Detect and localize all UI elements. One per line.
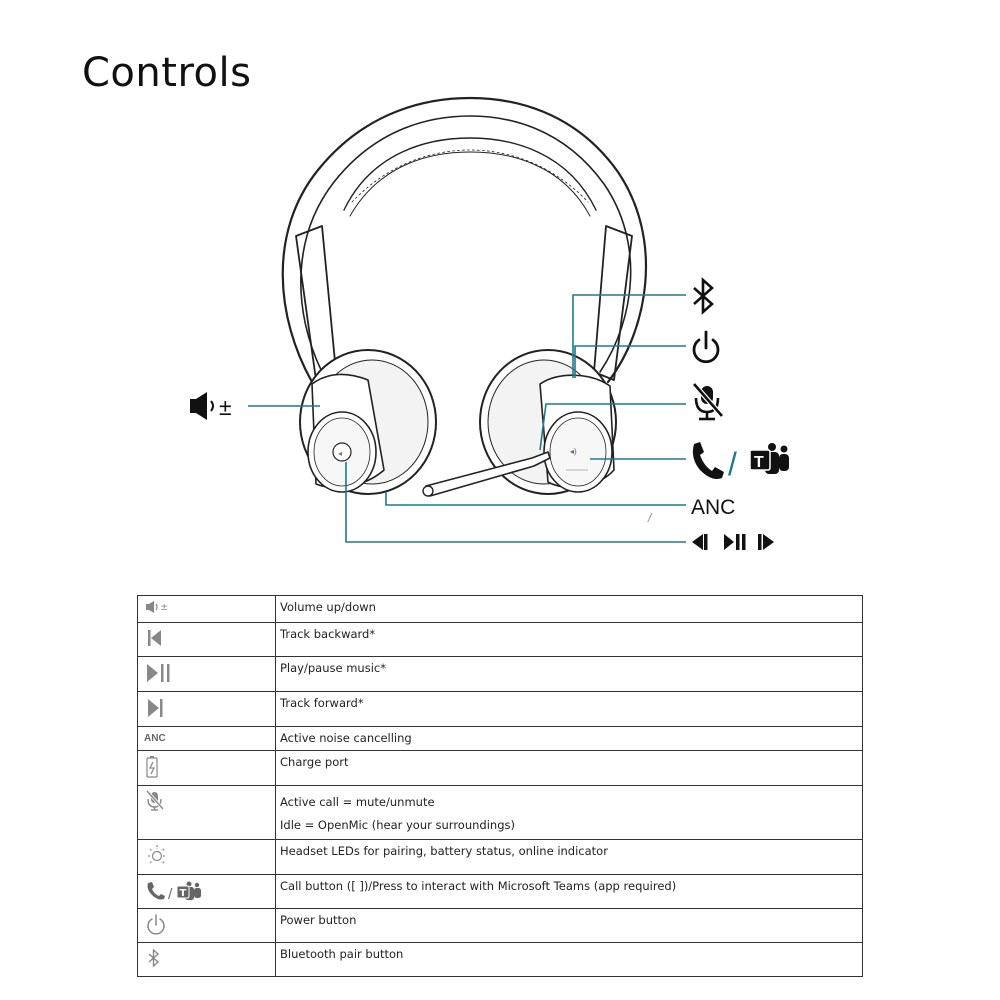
charge-port-icon — [146, 756, 158, 778]
speaker-icon — [190, 392, 214, 420]
table-row: Headset LEDs for pairing, battery status… — [137, 839, 863, 875]
table-row: Bluetooth pair button — [137, 942, 863, 977]
track-controls-callout — [692, 534, 774, 550]
table-row: Play/pause music* — [137, 656, 863, 692]
svg-text:◂: ◂ — [338, 449, 342, 458]
table-row: Power button — [137, 908, 863, 943]
callout-lines — [248, 294, 686, 543]
power-icon — [692, 330, 720, 364]
svg-text:T: T — [180, 888, 187, 899]
anc-label: ANC — [144, 733, 166, 744]
volume-icon: ± — [146, 601, 168, 613]
call-callout: / T — [692, 442, 789, 482]
anc-label: ANC — [691, 496, 735, 519]
row-description: Bluetooth pair button — [280, 947, 404, 961]
call-teams-icon: / T — [147, 881, 201, 902]
track-forward-icon — [758, 534, 774, 550]
table-row: Track backward* — [137, 622, 863, 657]
bluetooth-icon — [148, 948, 160, 968]
led-icon — [148, 845, 166, 864]
table-row: Active call = mute/unmute Idle = OpenMic… — [137, 785, 863, 840]
volume-callout: ± — [190, 392, 232, 420]
row-description: Power button — [280, 913, 357, 927]
controls-table: ± Volume up/down Track backward* — [137, 595, 863, 977]
headband — [281, 96, 648, 384]
row-description: Track backward* — [280, 627, 376, 641]
bluetooth-icon — [693, 277, 714, 315]
svg-text:±: ± — [160, 602, 168, 613]
page-title: Controls — [82, 50, 252, 96]
row-description: Volume up/down — [280, 600, 376, 614]
row-description: Call button ([ ])/Press to interact with… — [280, 879, 677, 893]
table-row: ± Volume up/down — [137, 595, 863, 623]
teams-icon: T — [749, 443, 789, 474]
track-back-icon — [692, 534, 708, 550]
table-row: Charge port — [137, 750, 863, 786]
stray-mark: / — [647, 511, 653, 525]
svg-text:/: / — [168, 887, 173, 902]
call-separator: / — [728, 446, 737, 482]
headset-diagram: ◂ ◂) / ± — [190, 96, 789, 550]
mic-mute-icon — [145, 790, 165, 811]
row-description: Charge port — [280, 755, 349, 769]
row-description: Active call = mute/unmute — [280, 795, 435, 809]
table-row: / T Call button ([ ])/Press to interact … — [137, 874, 863, 909]
row-description: Track forward* — [280, 696, 364, 710]
table-row: Track forward* — [137, 691, 863, 727]
row-description: Headset LEDs for pairing, battery status… — [280, 844, 608, 858]
track-back-icon — [148, 630, 161, 646]
row-description: Active noise cancelling — [280, 731, 412, 745]
row-description: Idle = OpenMic (hear your surroundings) — [280, 818, 515, 832]
power-icon — [147, 914, 165, 935]
table-row: ANC Active noise cancelling — [137, 726, 863, 751]
row-description: Play/pause music* — [280, 661, 386, 675]
play-pause-icon — [147, 664, 170, 682]
left-earcup: ◂ — [299, 349, 437, 495]
svg-text:◂): ◂) — [570, 447, 577, 456]
play-pause-icon — [724, 534, 746, 550]
track-forward-icon — [148, 699, 163, 717]
svg-text:T: T — [754, 454, 764, 471]
volume-symbol: ± — [219, 394, 232, 420]
mic-mute-icon — [692, 382, 724, 421]
phone-icon — [692, 442, 724, 479]
